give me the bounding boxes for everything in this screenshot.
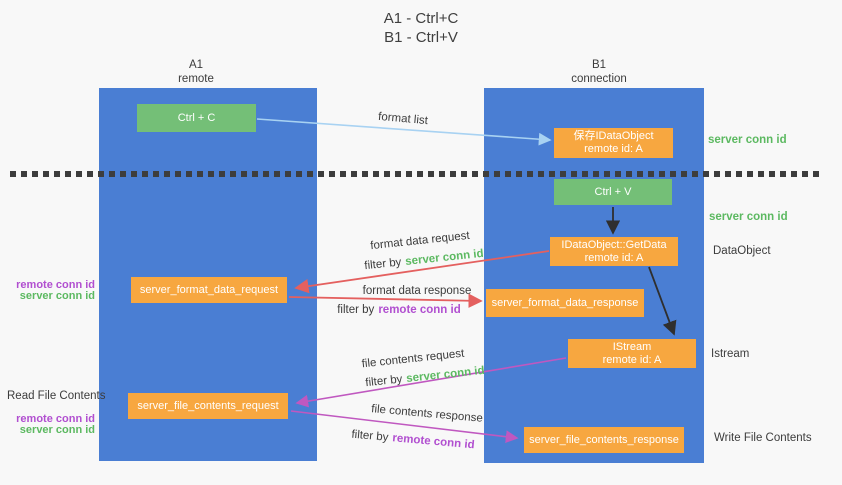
node-ctrl-c-label: Ctrl + C (177, 111, 216, 124)
label-server-conn-id-top-right: server conn id (708, 134, 787, 146)
title-line-2: B1 - Ctrl+V (384, 29, 458, 46)
node-server-file-contents-response: server_file_contents_response (524, 427, 684, 453)
lifeline-b1-role: connection (571, 73, 627, 85)
lifeline-a1-role: remote (178, 73, 214, 85)
node-server-format-data-request-label: server_format_data_request (139, 283, 279, 296)
label-filter-by-text: filter by (337, 304, 375, 316)
title-line-1: A1 - Ctrl+C (383, 10, 459, 27)
node-server-file-contents-request-label: server_file_contents_request (137, 399, 279, 412)
lifeline-header-a1: A1 remote (116, 58, 276, 86)
node-istream-line1: IStream (612, 340, 652, 353)
lifeline-header-b1: B1 connection (519, 58, 679, 86)
label-server-conn-id-right: server conn id (709, 211, 788, 223)
node-save-idataobject-line2: remote id: A (584, 143, 643, 155)
label-file-contents-response: file contents response (370, 403, 484, 425)
node-idataobject-getdata-line2: remote id: A (584, 251, 644, 264)
node-server-format-data-response: server_format_data_response (486, 289, 644, 317)
node-ctrl-v: Ctrl + V (554, 179, 672, 205)
node-server-format-data-request: server_format_data_request (131, 277, 287, 303)
label-format-data-response: format data response (362, 285, 472, 297)
label-server-conn-id-left-1: server conn id (19, 290, 95, 302)
label-filter-by-text: filter by (350, 428, 389, 444)
label-filter-by-text: filter by (363, 256, 402, 273)
label-server-conn-id-filter-1: server conn id (404, 247, 485, 268)
label-remote-conn-id-left-2: remote conn id (16, 413, 95, 425)
node-ctrl-c: Ctrl + C (137, 104, 256, 132)
node-server-file-contents-response-label: server_file_contents_response (529, 433, 679, 446)
node-save-idataobject-line1: 保存IDataObject (573, 130, 654, 142)
label-format-list: format list (377, 110, 429, 128)
label-read-file-contents: Read File Contents (7, 390, 106, 402)
node-idataobject-getdata-line1: IDataObject::GetData (561, 238, 667, 251)
node-save-idataobject: 保存IDataObject remote id: A (554, 128, 673, 158)
label-istream: Istream (711, 348, 750, 360)
lifeline-a1-name: A1 (188, 59, 204, 71)
node-istream-line2: remote id: A (602, 353, 662, 366)
conn-id-block-file: remote conn id server conn id (0, 414, 95, 436)
session-separator-dotted-line (10, 171, 822, 177)
node-ctrl-v-label: Ctrl + V (594, 185, 632, 198)
label-dataobject: DataObject (713, 245, 771, 257)
label-server-conn-id-left-2: server conn id (19, 424, 95, 436)
label-format-data-request: format data request (369, 229, 471, 253)
label-server-conn-id-filter-2: server conn id (405, 364, 486, 385)
node-server-format-data-response-label: server_format_data_response (491, 296, 639, 309)
node-idataobject-getdata: IDataObject::GetData remote id: A (550, 237, 678, 266)
label-remote-conn-id-left-1: remote conn id (16, 279, 95, 291)
diagram-title: A1 - Ctrl+C B1 - Ctrl+V (0, 9, 842, 47)
label-remote-conn-id-filter-1: remote conn id (378, 304, 461, 316)
conn-id-block-format: remote conn id server conn id (0, 280, 95, 302)
node-istream: IStream remote id: A (568, 339, 696, 368)
label-filter-by-text: filter by (364, 373, 403, 390)
node-server-file-contents-request: server_file_contents_request (128, 393, 288, 419)
label-file-contents-request: file contents request (361, 347, 465, 371)
arrow-format-data-response (288, 293, 483, 308)
label-write-file-contents: Write File Contents (714, 432, 812, 444)
label-remote-conn-id-filter-2: remote conn id (391, 432, 476, 452)
lifeline-b1-name: B1 (591, 59, 607, 71)
